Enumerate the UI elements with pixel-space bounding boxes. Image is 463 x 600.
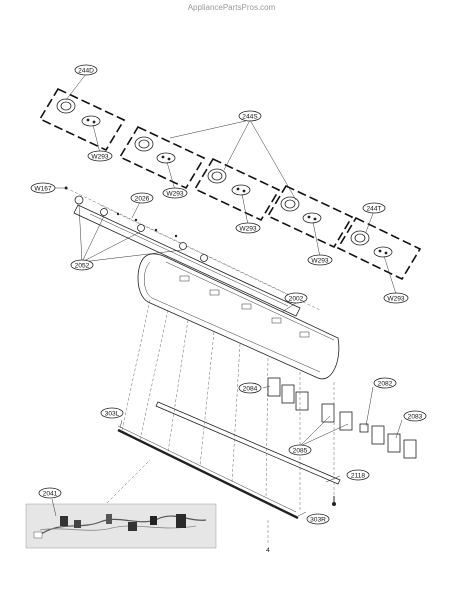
svg-text:W293: W293 — [311, 257, 329, 264]
svg-text:4: 4 — [266, 547, 270, 554]
callout-244T: 244T — [362, 202, 386, 214]
callout-2083: 2083 — [403, 410, 427, 422]
watermark-text: AppliancePartsPros.com — [187, 3, 276, 12]
svg-text:W293: W293 — [166, 190, 184, 197]
callout-W293-4: W293 — [307, 254, 333, 266]
svg-text:2085: 2085 — [293, 447, 308, 454]
callout-W167: W167 — [30, 182, 56, 194]
callout-2118: 2118 — [346, 469, 370, 481]
svg-text:2083: 2083 — [408, 413, 423, 420]
svg-text:2118: 2118 — [351, 472, 366, 479]
projection-lines — [99, 299, 335, 545]
callout-2041: 2041 — [38, 487, 62, 499]
svg-text:2052: 2052 — [75, 262, 90, 269]
svg-text:2026: 2026 — [135, 195, 150, 202]
knob-group-244S-1 — [118, 125, 206, 190]
knob-group-244T — [336, 216, 422, 281]
svg-text:W293: W293 — [239, 225, 257, 232]
svg-text:244D: 244D — [78, 67, 94, 74]
svg-text:303R: 303R — [310, 516, 326, 523]
knob-group-244D — [38, 87, 126, 152]
callout-244S: 244S — [238, 110, 262, 122]
callout-303R: 303R — [306, 513, 330, 525]
callout-W293-3: W293 — [235, 222, 261, 234]
svg-text:W167: W167 — [34, 185, 52, 192]
svg-text:W293: W293 — [91, 153, 109, 160]
svg-text:2002: 2002 — [289, 295, 304, 302]
callout-2084: 2084 — [238, 382, 262, 394]
callout-W293-5: W293 — [383, 292, 409, 304]
svg-text:2084: 2084 — [243, 385, 258, 392]
callout-W293-1: W293 — [87, 150, 113, 162]
callout-244D: 244D — [74, 64, 98, 76]
callout-2026: 2026 — [130, 192, 154, 204]
callout-4: 4 — [266, 547, 270, 554]
knob-group-244S-2 — [193, 157, 281, 222]
callout-2002: 2002 — [284, 292, 308, 304]
lower-trim-rails — [117, 401, 341, 520]
knob-group-244S-3 — [266, 184, 354, 249]
svg-text:2041: 2041 — [43, 490, 58, 497]
switch-assemblies — [262, 377, 417, 459]
callout-2085: 2085 — [288, 444, 312, 456]
svg-text:303L: 303L — [105, 410, 120, 417]
knob-leader-lines — [65, 73, 397, 295]
control-panel-housing — [137, 253, 340, 380]
svg-text:2082: 2082 — [378, 380, 393, 387]
callout-303L: 303L — [100, 407, 124, 419]
svg-text:W293: W293 — [387, 295, 405, 302]
callout-2052: 2052 — [70, 259, 94, 271]
mounting-bracket — [55, 186, 321, 317]
wire-harness-photo — [25, 498, 217, 549]
callout-W293-2: W293 — [162, 187, 188, 199]
svg-text:244S: 244S — [242, 113, 258, 120]
callout-2082: 2082 — [373, 377, 397, 389]
svg-text:244T: 244T — [366, 205, 381, 212]
